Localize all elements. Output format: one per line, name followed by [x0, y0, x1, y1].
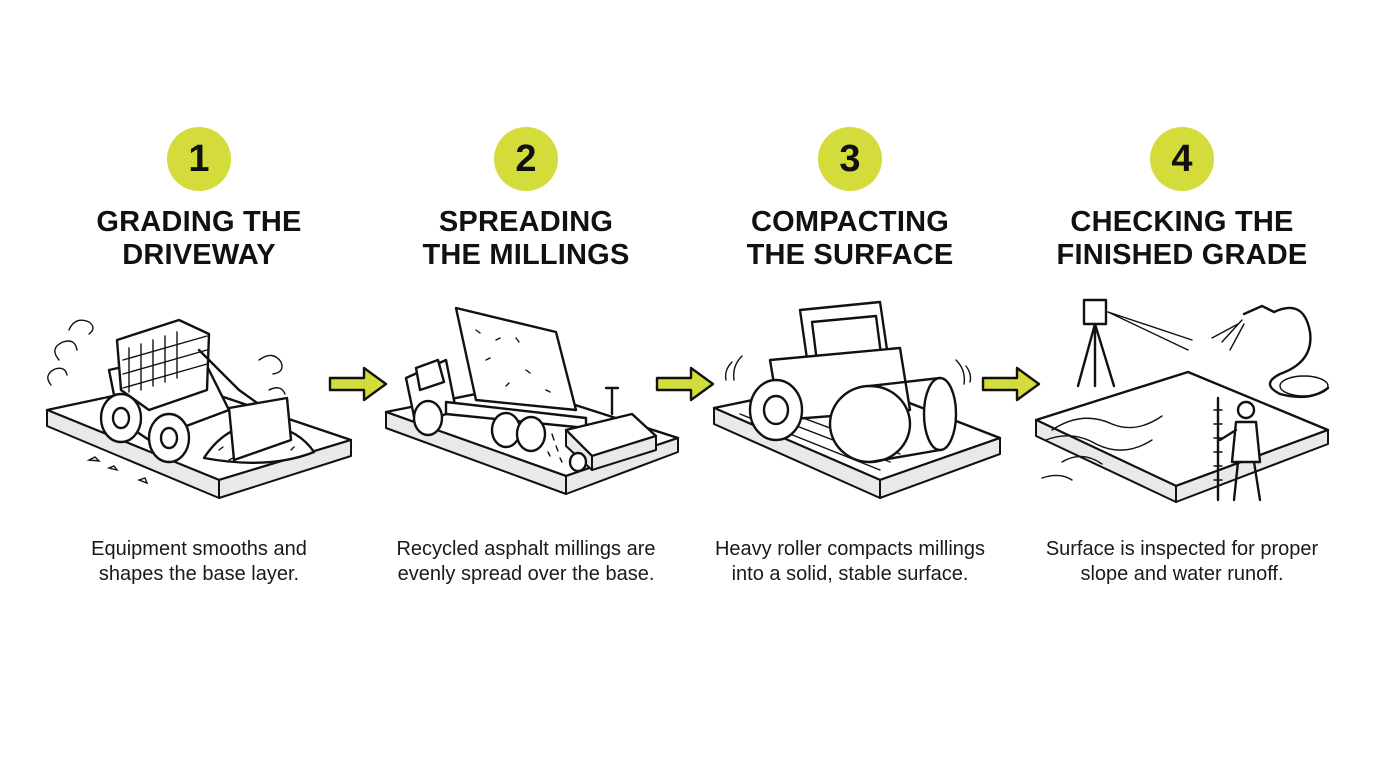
step-title-line: COMPACTING [750, 206, 949, 238]
right-arrow-icon [326, 362, 392, 406]
step-title-line: DRIVEWAY [122, 239, 276, 271]
step-title-line: THE MILLINGS [422, 239, 630, 271]
step-1: 1 GRADING THE DRIVEWAY Equipment smooths… [29, 0, 369, 768]
step-title-line: FINISHED GRADE [1056, 239, 1308, 271]
step-title-line: CHECKING THE [1070, 206, 1294, 238]
step-3: 3 COMPACTING THE SURFACE Heavy roller co… [680, 0, 1020, 768]
step-number-badge: 2 [494, 127, 558, 191]
step-title: COMPACTING THE SURFACE [680, 206, 1020, 272]
step-description: Equipment smooths and shapes the base la… [91, 538, 307, 585]
step-number-badge: 1 [167, 127, 231, 191]
road-roller-icon [712, 300, 1002, 499]
step-title: GRADING THE DRIVEWAY [29, 206, 369, 272]
step-title-line: THE SURFACE [746, 239, 954, 271]
step-number-badge: 4 [1150, 127, 1214, 191]
step-4: 4 CHECKING THE FINISHED GRADE Surface is… [1012, 0, 1352, 768]
step-description: Recycled asphalt millings are evenly spr… [396, 538, 656, 585]
step-description: Heavy roller compacts millings into a so… [714, 538, 986, 585]
step-2: 2 SPREADING THE MILLINGS Recycled asphal… [356, 0, 696, 768]
step-title: SPREADING THE MILLINGS [356, 206, 696, 272]
step-number-badge: 3 [818, 127, 882, 191]
step-title-line: SPREADING [438, 206, 614, 238]
step-title-line: GRADING THE [96, 206, 302, 238]
skid-steer-loader-icon [45, 318, 353, 499]
dump-truck-spreader-icon [384, 306, 680, 495]
step-description: Surface is inspected for proper slope an… [1045, 538, 1319, 585]
right-arrow-icon [653, 362, 719, 406]
laser-level-inspection-icon [1034, 298, 1330, 503]
step-title: CHECKING THE FINISHED GRADE [1012, 206, 1352, 272]
right-arrow-icon [979, 362, 1045, 406]
